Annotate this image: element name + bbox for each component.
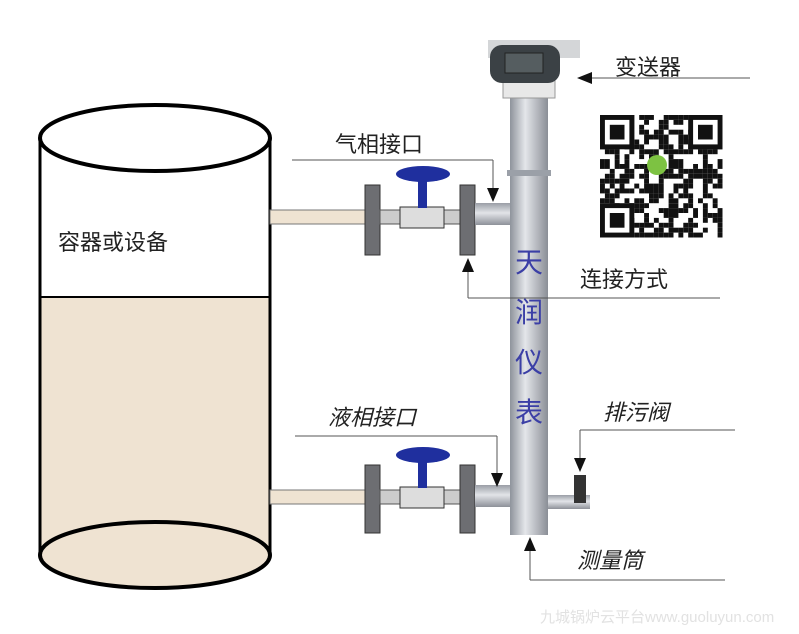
drain-valve-label: 排污阀 <box>603 401 672 426</box>
valve-handle-icon <box>396 166 450 182</box>
liquid-valve <box>364 447 515 534</box>
connection-label: 连接方式 <box>580 268 668 293</box>
qr-code <box>600 115 723 238</box>
container-label: 容器或设备 <box>58 231 168 256</box>
svg-text:仪: 仪 <box>515 346 543 379</box>
measuring-tube <box>510 95 548 535</box>
brand-vertical-text: 天 润 仪 表 <box>515 246 543 429</box>
gas-valve <box>364 166 515 256</box>
liquid-fill <box>40 297 270 555</box>
wechat-icon <box>647 155 667 175</box>
liquid-pipe <box>269 489 371 505</box>
valve-handle-icon <box>396 447 450 463</box>
container-vessel <box>38 103 272 590</box>
liquid-port-label: 液相接口 <box>328 406 418 431</box>
svg-text:表: 表 <box>515 396 543 429</box>
measuring-tube-label: 测量筒 <box>577 549 646 574</box>
gas-pipe <box>269 209 371 225</box>
transmitter-head <box>488 40 580 99</box>
transmitter-label: 变送器 <box>615 56 681 81</box>
gas-port-label: 气相接口 <box>335 133 423 158</box>
svg-text:天: 天 <box>515 246 543 279</box>
arrow-icons <box>462 72 592 551</box>
vessel-bottom-ellipse <box>38 520 272 590</box>
vessel-top-ellipse <box>38 103 272 173</box>
watermark: 九城锅炉云平台www.guoluyun.com <box>540 609 774 626</box>
drain-valve <box>548 475 590 509</box>
svg-text:润: 润 <box>515 296 543 329</box>
